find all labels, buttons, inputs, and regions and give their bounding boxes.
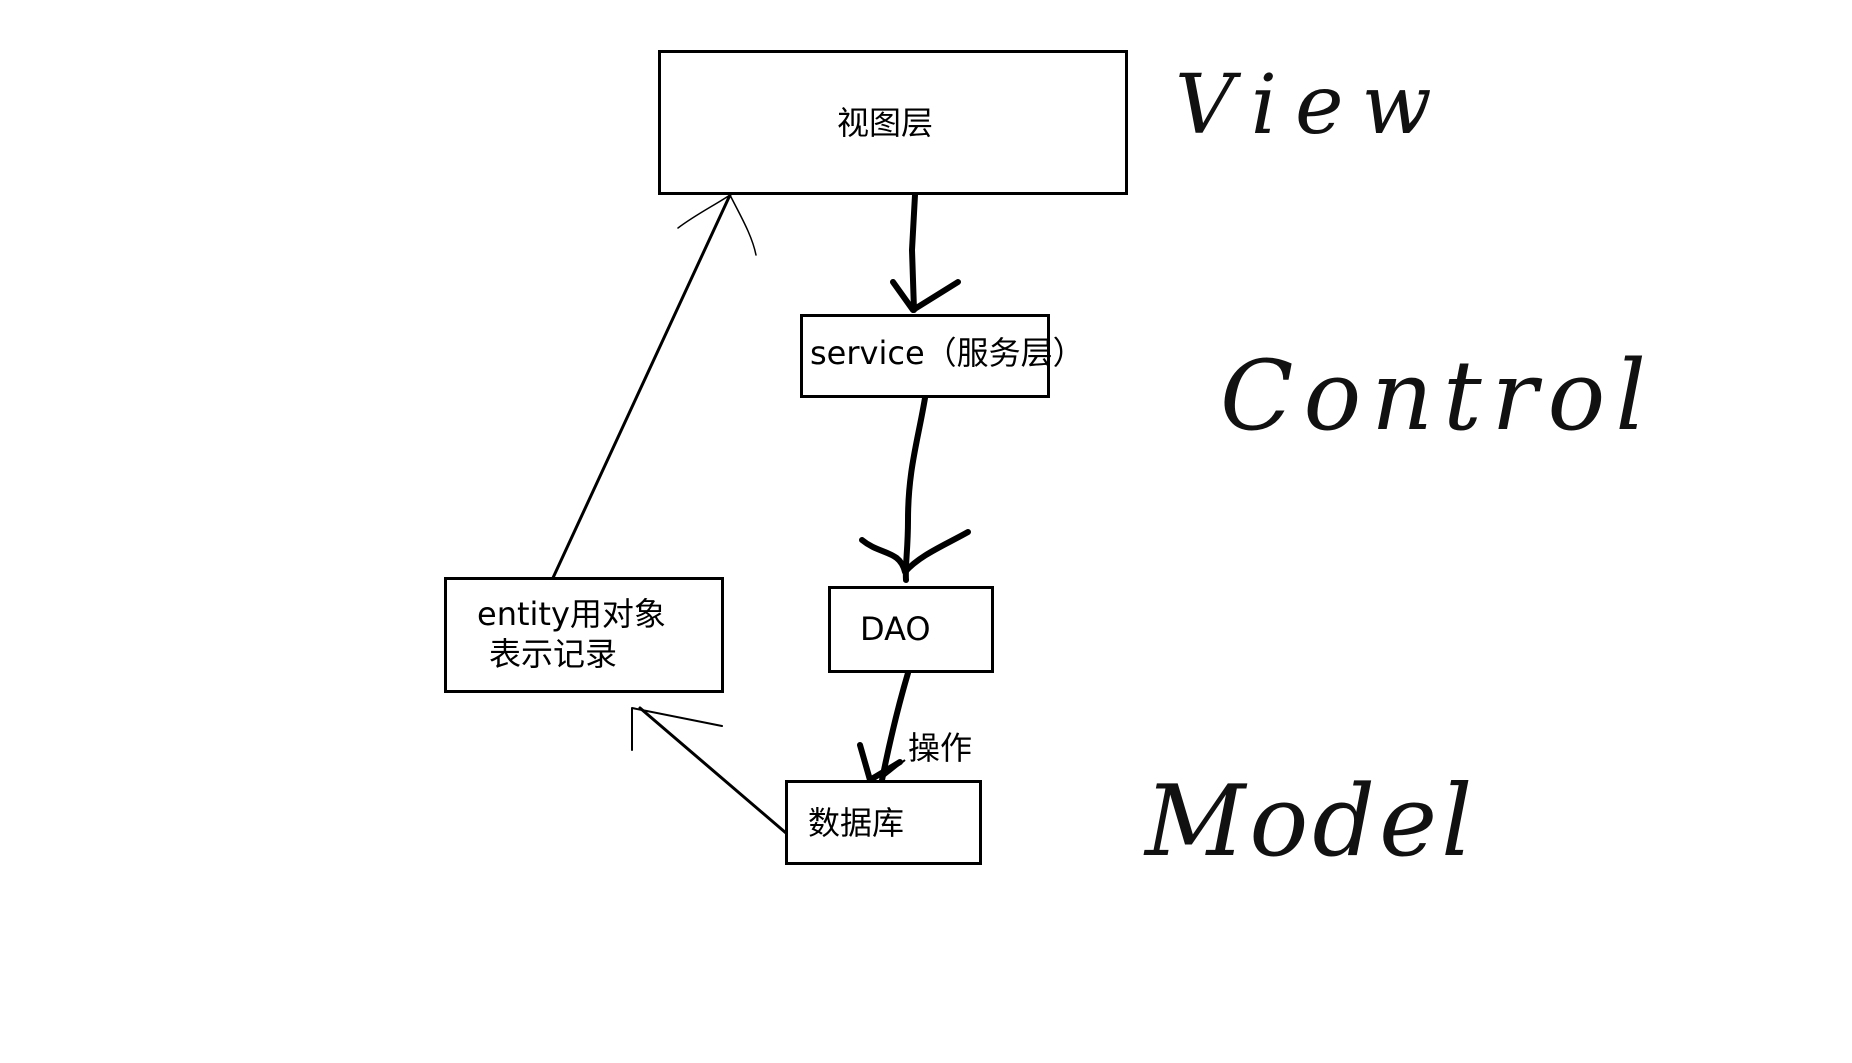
view-layer-box: 视图层 bbox=[658, 50, 1128, 195]
arrowhead-service bbox=[890, 279, 961, 313]
arrow-service-to-dao bbox=[902, 395, 928, 583]
database-box: 数据库 bbox=[785, 780, 982, 865]
line-entity-to-view bbox=[550, 193, 732, 582]
entity-label-line1: entity用对象 bbox=[477, 595, 666, 633]
entity-box: entity用对象 表示记录 bbox=[444, 577, 724, 693]
line-database-to-entity bbox=[638, 706, 802, 847]
mvc-control-label: Control bbox=[1220, 340, 1657, 452]
dao-label: DAO bbox=[860, 610, 931, 648]
arrowhead-entity-thin bbox=[631, 707, 723, 751]
view-layer-label: 视图层 bbox=[837, 104, 934, 142]
arrow-tip-thin bbox=[879, 759, 906, 781]
arrowhead-database bbox=[857, 742, 903, 783]
arrow-dao-to-database bbox=[879, 670, 911, 783]
arrow-view-to-service bbox=[908, 192, 918, 313]
service-layer-box: service（服务层） bbox=[800, 314, 1085, 398]
entity-label-line2: 表示记录 bbox=[489, 635, 618, 673]
operate-label: 操作 bbox=[908, 729, 973, 767]
database-label: 数据库 bbox=[808, 804, 905, 842]
arrowhead-view-thin bbox=[677, 193, 757, 256]
service-layer-label: service（服务层） bbox=[810, 334, 1085, 372]
mvc-view-label: View bbox=[1175, 58, 1450, 153]
mvc-model-label: Model bbox=[1145, 765, 1477, 879]
dao-box: DAO bbox=[828, 586, 994, 673]
arrowhead-dao bbox=[859, 529, 971, 575]
